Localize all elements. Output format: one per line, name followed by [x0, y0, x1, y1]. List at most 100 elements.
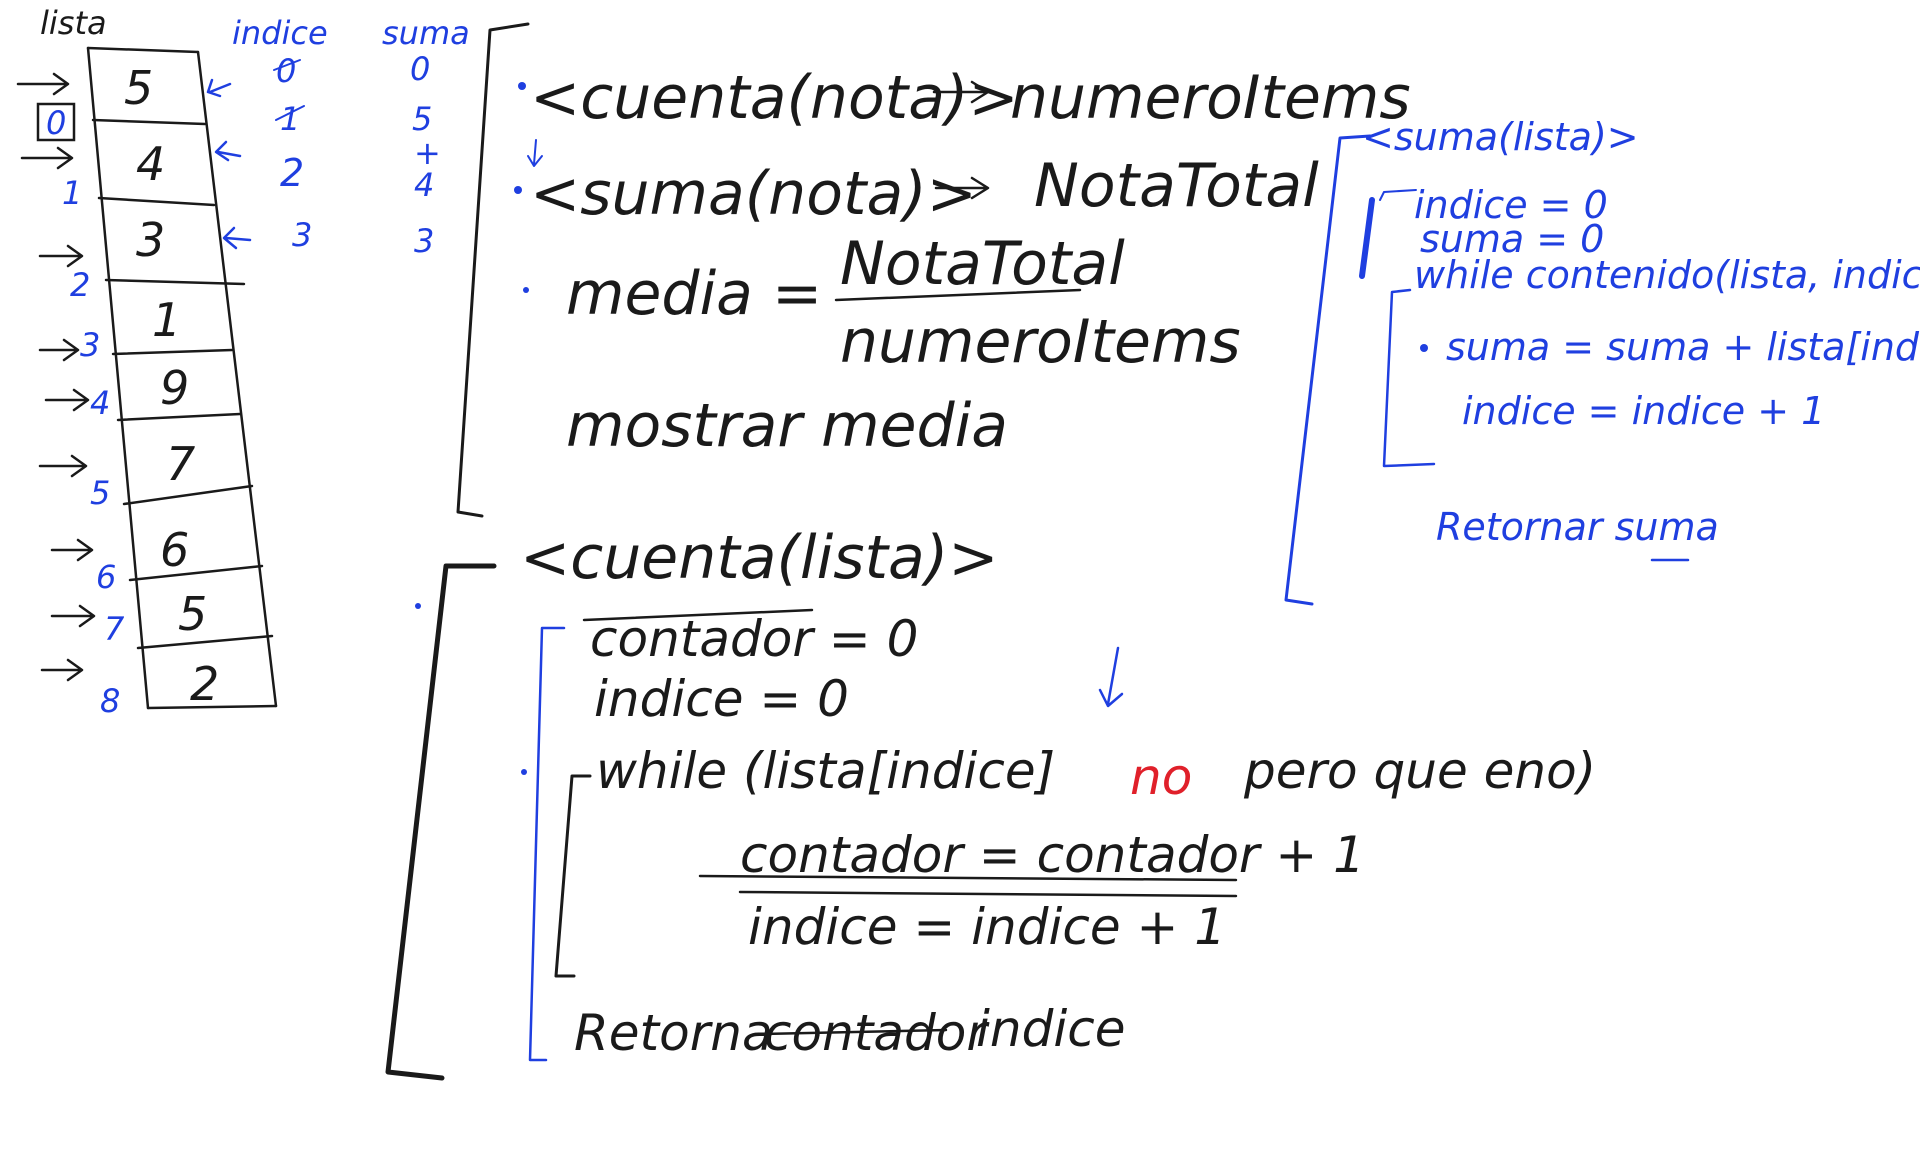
while-red-note: no — [1130, 748, 1192, 806]
bullet-icon — [523, 287, 529, 293]
arrow-right-icon — [934, 176, 990, 200]
line1-result: numeroItems — [1010, 63, 1411, 133]
arrow-down-icon — [527, 139, 543, 167]
media-label: media = — [566, 259, 822, 329]
lista-header: lista — [40, 4, 107, 42]
index-label: 0 — [46, 104, 66, 142]
cuenta-header: <cuenta(lista)> — [520, 523, 999, 593]
media-numerator: NotaTotal — [840, 229, 1125, 299]
index-label: 1 — [62, 174, 82, 212]
arrow-right-icon — [38, 338, 80, 362]
suma-header: <suma(lista)> — [1362, 115, 1639, 159]
arrow-right-icon — [38, 244, 84, 268]
arrow-down-icon — [1098, 646, 1124, 708]
bullet-icon — [415, 603, 421, 609]
array-cell: 5 — [124, 61, 153, 115]
bullet-icon — [1420, 344, 1428, 352]
index-label: 7 — [104, 610, 125, 648]
suma-trace-value: 0 — [410, 50, 430, 88]
index-label: 3 — [80, 326, 100, 364]
indice-init: indice = 0 — [594, 670, 849, 728]
while-bracket — [554, 774, 592, 978]
array-cell: 2 — [190, 657, 219, 711]
array-cell: 9 — [160, 361, 189, 415]
array-cells: 5 4 3 1 9 7 6 5 2 — [124, 61, 219, 711]
trace-arrows — [206, 78, 252, 250]
strike-line — [698, 874, 1238, 882]
arrow-right-icon — [16, 72, 70, 96]
arrow-left-icon — [214, 140, 242, 162]
array-right-edge — [196, 50, 278, 708]
cuenta-body-bracket — [528, 626, 566, 1062]
suma-suma-init: suma = 0 — [1420, 217, 1604, 261]
suma-while-line: while contenido(lista, indice) — [1414, 253, 1920, 297]
body-indice: indice = indice + 1 — [748, 898, 1226, 956]
array-left-edge — [86, 46, 150, 710]
array-cell: 6 — [160, 523, 189, 577]
bullet-icon — [514, 186, 522, 194]
index-label: 8 — [100, 682, 120, 720]
suma-body-suma: suma = suma + lista[indice] — [1446, 325, 1920, 369]
strike-line — [758, 1028, 948, 1036]
suma-bracket — [1284, 134, 1372, 606]
media-denominator: numeroItems — [840, 307, 1241, 377]
suma-trace-value: + — [414, 134, 441, 172]
arrow-right-icon — [50, 538, 94, 562]
bullet-icon — [518, 82, 526, 90]
suma-trace-value: 4 — [414, 166, 434, 204]
return-value: indice — [976, 1000, 1125, 1058]
array-grid — [86, 46, 278, 710]
index-label: 6 — [96, 558, 116, 596]
suma-trace-value: 3 — [414, 222, 434, 260]
indice-trace-value: 1 — [280, 100, 300, 138]
array-cell: 3 — [136, 213, 165, 267]
arrow-right-icon — [20, 146, 74, 170]
index-pointers: 0 1 2 3 4 5 6 7 8 — [16, 72, 125, 720]
line2-call: <suma(nota)> — [530, 159, 977, 229]
suma-function: <suma(lista)> indice = 0 suma = 0 while … — [1284, 115, 1920, 606]
index-label: 4 — [90, 384, 110, 422]
suma-while-bracket — [1382, 288, 1436, 468]
while-line: while (lista[indice] — [596, 742, 1055, 800]
arrow-right-icon — [40, 658, 84, 682]
arrow-right-icon — [44, 388, 90, 412]
array-panel: lista indice suma 5 4 3 1 9 7 6 5 — [16, 4, 470, 720]
strike-line — [582, 608, 814, 622]
fraction-bar — [834, 288, 1082, 302]
indice-trace: 0 1 2 3 — [273, 52, 312, 254]
suma-trace-value: 5 — [412, 100, 432, 138]
suma-trace: 0 5 + 4 3 — [410, 50, 441, 260]
strike-line — [738, 890, 1238, 898]
main-algorithm: <cuenta(nota)> numeroItems <suma(nota)> … — [456, 22, 1411, 518]
arrow-right-icon — [38, 454, 88, 478]
marker-stroke — [1359, 197, 1375, 279]
mostrar-line: mostrar media — [566, 391, 1008, 461]
main-bracket — [456, 22, 530, 518]
indice-trace-value: 2 — [280, 151, 304, 195]
indice-trace-value: 3 — [292, 216, 312, 254]
contador-init: contador = 0 — [590, 610, 918, 668]
index-label: 2 — [70, 266, 90, 304]
suma-return: Retornar suma — [1436, 505, 1719, 549]
arrow-right-icon — [932, 80, 990, 104]
line2-result: NotaTotal — [1034, 151, 1319, 221]
body-contador: contador = contador + 1 — [740, 826, 1365, 884]
suma-indice-init: indice = 0 — [1414, 183, 1608, 227]
indice-trace-value: 0 — [276, 52, 296, 90]
array-cell: 7 — [166, 437, 195, 491]
suma-body-indice: indice = indice + 1 — [1462, 389, 1825, 433]
array-cell: 1 — [152, 293, 181, 347]
line1-call: <cuenta(nota)> — [530, 63, 1019, 133]
bullet-icon — [521, 769, 527, 775]
while-tail: pero que eno) — [1243, 742, 1596, 800]
arrow-right-icon — [50, 604, 96, 628]
arrow-left-icon — [206, 78, 232, 98]
indice-header: indice — [232, 14, 328, 52]
array-cell: 4 — [136, 137, 165, 191]
array-cell: 5 — [178, 587, 207, 641]
cuenta-bracket — [385, 563, 497, 1081]
index-label: 5 — [90, 474, 110, 512]
suma-header: suma — [382, 14, 470, 52]
arrow-left-icon — [222, 226, 252, 250]
